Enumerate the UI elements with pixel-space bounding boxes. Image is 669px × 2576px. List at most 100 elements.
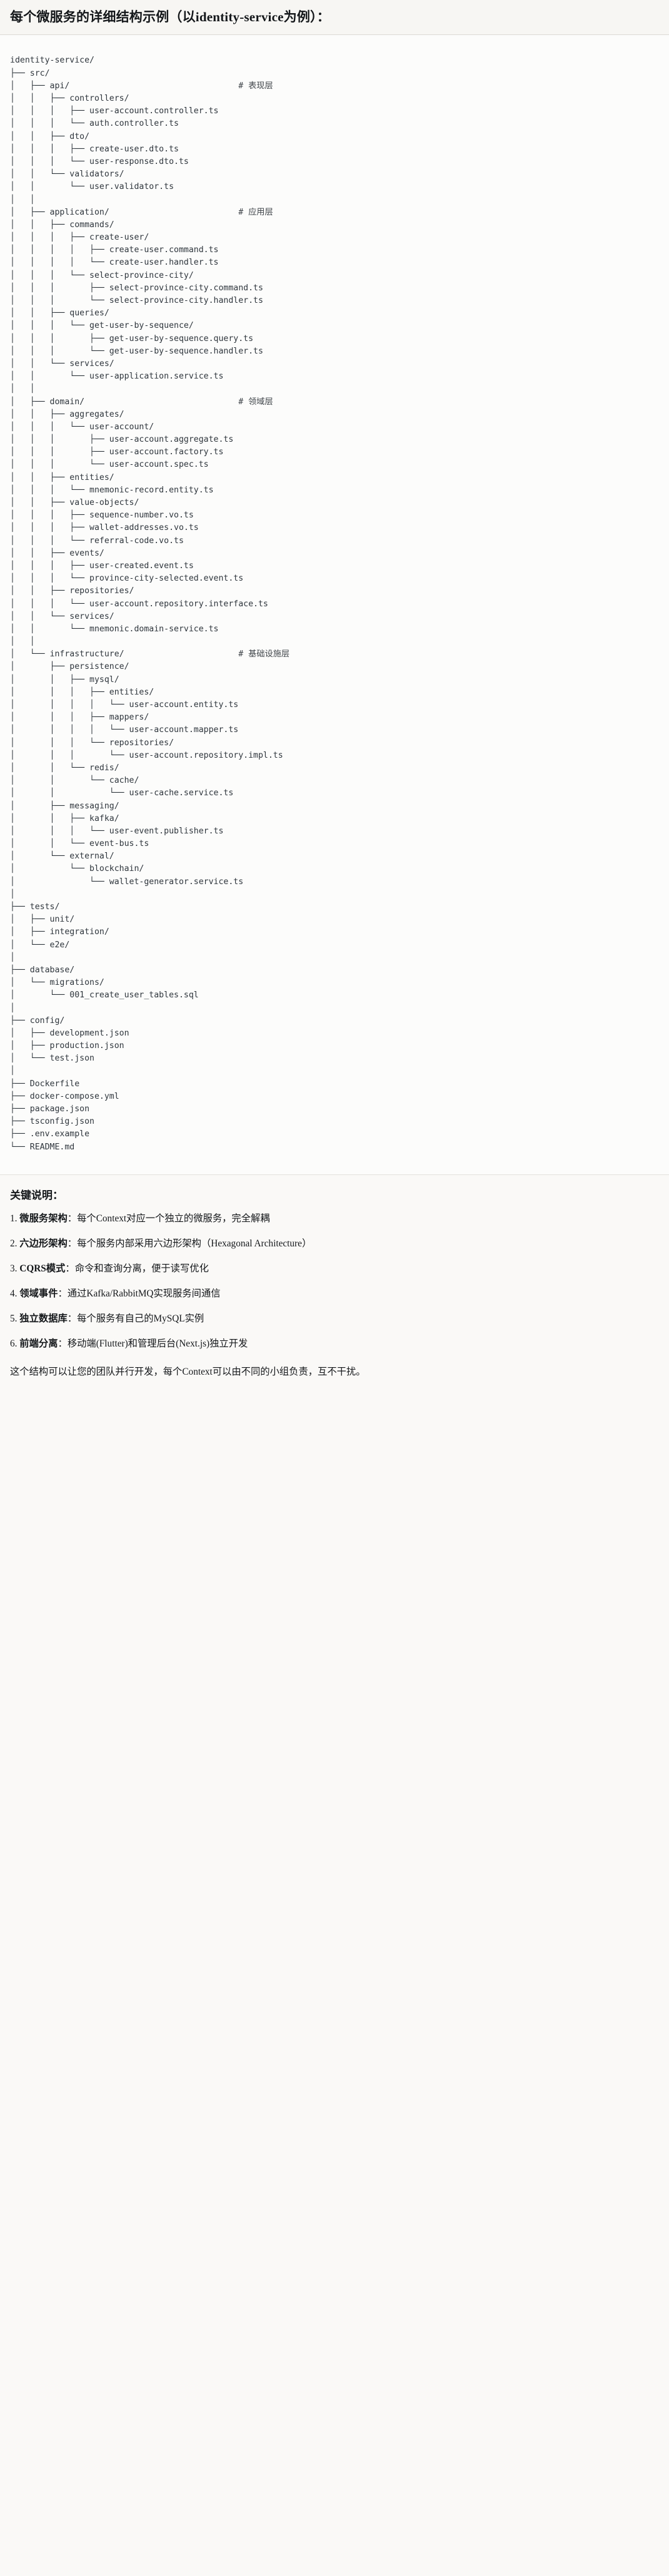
- tree-line-path: │ │ │ └── referral-code.vo.ts: [10, 536, 184, 546]
- tree-line: ├── database/: [10, 964, 659, 977]
- key-note-separator: ：: [67, 1238, 78, 1249]
- tree-line-path: │ │ │ ├── user-account.controller.ts: [10, 106, 219, 116]
- tree-line: │ │ │ └── user-account.repository.impl.t…: [10, 750, 659, 762]
- tree-line: │ ├── messaging/: [10, 800, 659, 813]
- document-header: 每个微服务的详细结构示例（以identity-service为例）：: [0, 0, 669, 36]
- tree-line-path: │ │ │ │ └── create-user.handler.ts: [10, 258, 219, 268]
- tree-line-path: │ │ └── user-application.service.ts: [10, 372, 224, 382]
- tree-line: │: [10, 1065, 659, 1077]
- tree-line-path: │ │ │ └── user-account.repository.interf…: [10, 599, 268, 609]
- tree-line-path: │ │ └── user-cache.service.ts: [10, 788, 234, 798]
- tree-line: │ │ └── validators/: [10, 168, 659, 181]
- key-note-number: 6.: [10, 1338, 20, 1349]
- tree-line-path: │: [10, 1066, 15, 1076]
- key-note-description: 移动端(Flutter)和管理后台(Next.js)独立开发: [67, 1338, 248, 1349]
- tree-line-path: ├── docker-compose.yml: [10, 1091, 119, 1101]
- tree-line-path: │ │ ├── aggregates/: [10, 409, 124, 419]
- tree-line: │ │ │ └── get-user-by-sequence/: [10, 320, 659, 332]
- tree-line-path: │ ├── application/: [10, 207, 109, 217]
- tree-line-path: │ │ │ ├── sequence-number.vo.ts: [10, 511, 194, 521]
- tree-line-path: │ │ ├── entities/: [10, 472, 114, 482]
- tree-line-path: ├── Dockerfile: [10, 1079, 80, 1089]
- tree-line: │ │ │ ├── user-account.factory.ts: [10, 446, 659, 459]
- tree-line: │ │ │ ├── user-created.event.ts: [10, 560, 659, 573]
- tree-line-path: │ │ │ └── auth.controller.ts: [10, 119, 179, 129]
- tree-line: ├── tsconfig.json: [10, 1116, 659, 1128]
- tree-line-path: │ │ │ └── mnemonic-record.entity.ts: [10, 485, 214, 495]
- tree-line-path: │ ├── production.json: [10, 1041, 124, 1051]
- tree-line-path: │ │ └── services/: [10, 359, 114, 369]
- tree-line: ├── package.json: [10, 1103, 659, 1116]
- tree-line: │ │ │ ├── user-account.controller.ts: [10, 105, 659, 118]
- tree-line-comment: # 基础设施层: [238, 649, 290, 659]
- tree-line-path: │ │ ├── mysql/: [10, 675, 119, 685]
- tree-line: │ │ ├── value-objects/: [10, 497, 659, 509]
- key-note-term: 六边形架构: [19, 1238, 68, 1249]
- key-note-term: CQRS模式: [19, 1263, 66, 1274]
- tree-line-path: │ │ │ ├── create-user/: [10, 233, 149, 243]
- tree-line: │ │ └── user-cache.service.ts: [10, 787, 659, 800]
- tree-line-path: │ └── wallet-generator.service.ts: [10, 877, 244, 887]
- tree-line: │: [10, 1002, 659, 1015]
- tree-line-path: │ │ │ ├── create-user.dto.ts: [10, 144, 179, 154]
- key-note-separator: ：: [67, 1213, 78, 1224]
- key-note-number: 1.: [10, 1213, 20, 1224]
- tree-line: │ │ │ └── user-event.publisher.ts: [10, 825, 659, 838]
- tree-line: │ │: [10, 636, 659, 648]
- tree-line: │ │: [10, 194, 659, 206]
- closing-paragraph: 这个结构可以让您的团队并行开发，每个Context可以由不同的小组负责，互不干扰…: [10, 1366, 366, 1377]
- tree-line: │ │ │ │ ├── create-user.command.ts: [10, 244, 659, 257]
- key-note-description: 每个Context对应一个独立的微服务，完全解耦: [77, 1213, 270, 1224]
- tree-line: │ │ │ └── province-city-selected.event.t…: [10, 573, 659, 585]
- tree-line-path: │ ├── api/: [10, 81, 70, 91]
- tree-line: │ │ │ │ └── user-account.mapper.ts: [10, 724, 659, 736]
- tree-line: │ │ └── redis/: [10, 762, 659, 775]
- tree-line: │ ├── persistence/: [10, 661, 659, 673]
- tree-line-path: │ └── blockchain/: [10, 864, 144, 874]
- tree-line: │ │ │ └── referral-code.vo.ts: [10, 535, 659, 547]
- tree-line-path: │ └── 001_create_user_tables.sql: [10, 990, 199, 1000]
- tree-line-path: │ │ │ └── user-event.publisher.ts: [10, 826, 224, 836]
- tree-line-path: ├── .env.example: [10, 1129, 90, 1139]
- tree-line: │ │ ├── commands/: [10, 219, 659, 232]
- tree-line-path: │ │ └── cache/: [10, 776, 139, 786]
- key-note-term: 领域事件: [19, 1288, 58, 1299]
- directory-tree: identity-service/ ├── src/ │ ├── api/ # …: [10, 54, 659, 1153]
- tree-line: │ ├── production.json: [10, 1040, 659, 1052]
- tree-line-path: ├── config/: [10, 1016, 65, 1026]
- tree-line: │ │ └── cache/: [10, 775, 659, 787]
- tree-line-path: │ │ │ │ └── user-account.entity.ts: [10, 700, 239, 710]
- tree-line: │ │ │ └── repositories/: [10, 737, 659, 750]
- tree-line: │ │ │ ├── entities/: [10, 686, 659, 699]
- tree-line-path: │ ├── persistence/: [10, 662, 129, 672]
- tree-line-path: │ │ ├── events/: [10, 548, 104, 558]
- tree-line: │ │ │ ├── get-user-by-sequence.query.ts: [10, 333, 659, 345]
- tree-line-path: │ │ └── services/: [10, 611, 114, 621]
- tree-line: │ │ ├── repositories/: [10, 585, 659, 598]
- tree-line-path: │ │ │ ├── get-user-by-sequence.query.ts: [10, 333, 254, 344]
- tree-line: ├── src/: [10, 68, 659, 80]
- tree-line: │ └── e2e/: [10, 939, 659, 952]
- tree-line: │ │ └── user.validator.ts: [10, 181, 659, 193]
- tree-line: │ │ │ └── user-account/: [10, 421, 659, 434]
- tree-line-comment: # 表现层: [238, 81, 273, 91]
- tree-line: │ │ │ ├── create-user/: [10, 232, 659, 244]
- tree-line: │ └── 001_create_user_tables.sql: [10, 989, 659, 1002]
- tree-line-path: │ │ │ ├── select-province-city.command.t…: [10, 283, 263, 293]
- tree-line-path: │ └── infrastructure/: [10, 649, 124, 659]
- tree-line: │ └── wallet-generator.service.ts: [10, 876, 659, 888]
- tree-line: │ │ ├── queries/: [10, 307, 659, 320]
- tree-line: │ │ │ ├── select-province-city.command.t…: [10, 282, 659, 295]
- tree-line: │ └── blockchain/: [10, 863, 659, 875]
- tree-line-path: │ ├── unit/: [10, 915, 75, 925]
- tree-line-path: ├── package.json: [10, 1104, 90, 1114]
- tree-line: │ │ └── services/: [10, 611, 659, 623]
- tree-line: ├── config/: [10, 1015, 659, 1027]
- tree-line: │ │ │ └── user-response.dto.ts: [10, 156, 659, 168]
- tree-line: │ │ ├── kafka/: [10, 813, 659, 825]
- tree-line: │ │ ├── controllers/: [10, 93, 659, 105]
- directory-tree-block: identity-service/ ├── src/ │ ├── api/ # …: [0, 35, 669, 1175]
- tree-line: │ │ ├── events/: [10, 547, 659, 560]
